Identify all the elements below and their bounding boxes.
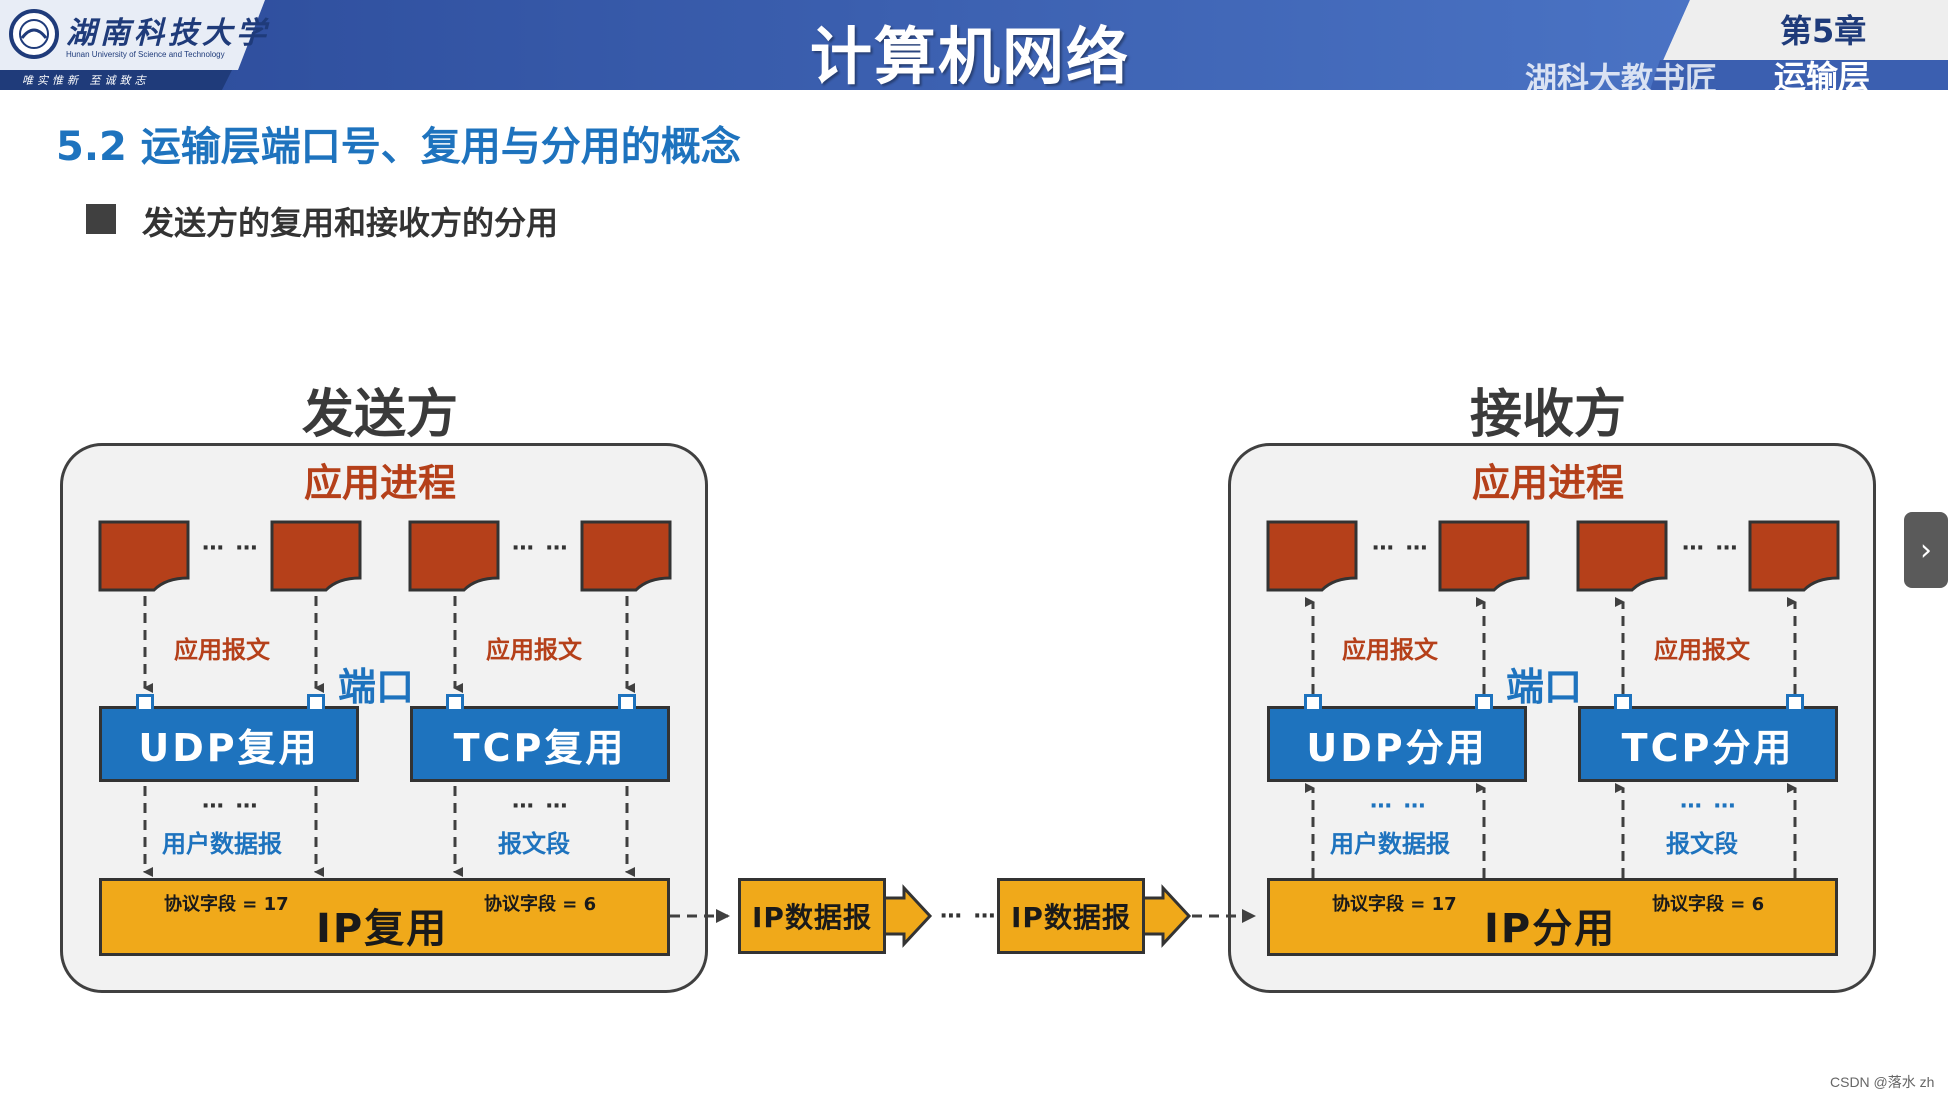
header-banner: [0, 0, 1948, 90]
university-seal-icon: [9, 9, 59, 59]
ip-datagram-2: IP数据报: [997, 878, 1145, 954]
sender-process-2-icon: [270, 520, 362, 592]
sender-tcp-unit-label: 报文段: [498, 830, 570, 858]
datagram-2-arrow-icon: [1141, 884, 1192, 948]
ip-datagram-1: IP数据报: [738, 878, 886, 954]
receiver-tcp-process-ellipsis: ⋯ ⋯: [1682, 536, 1740, 561]
receiver-tcp-demux-box: TCP分用: [1578, 706, 1838, 782]
receiver-process-1-icon: [1266, 520, 1358, 592]
csdn-credit: CSDN @落水 zh: [1830, 1074, 1935, 1090]
next-slide-button[interactable]: ›: [1904, 512, 1948, 588]
sender-ip-protocol-udp: 协议字段 = 17: [164, 894, 289, 915]
section-title: 5.2 运输层端口号、复用与分用的概念: [56, 124, 741, 170]
receiver-ip-protocol-tcp: 协议字段 = 6: [1652, 894, 1765, 915]
receiver-tcp-message-label: 应用报文: [1654, 636, 1750, 664]
sender-port-label: 端口: [338, 665, 415, 709]
receiver-ip-protocol-udp: 协议字段 = 17: [1332, 894, 1457, 915]
university-motto: 唯实惟新 至诚致志: [22, 74, 150, 87]
sender-ip-mux-box: [99, 878, 670, 956]
receiver-process-label: 应用进程: [1471, 461, 1624, 505]
sender-title: 发送方: [301, 385, 458, 445]
receiver-port-label: 端口: [1506, 665, 1583, 709]
chevron-right-icon: ›: [1920, 532, 1932, 568]
receiver-ip-demux-box: [1267, 878, 1838, 956]
receiver-udp-unit-label: 用户数据报: [1330, 830, 1450, 858]
sender-udp-unit-ellipsis: ⋯ ⋯: [202, 794, 260, 819]
receiver-ip-demux-label: IP分用: [1484, 906, 1617, 952]
receiver-tcp-unit-ellipsis: ⋯ ⋯: [1680, 794, 1738, 819]
sender-process-label: 应用进程: [303, 461, 456, 505]
sender-udp-process-ellipsis: ⋯ ⋯: [202, 536, 260, 561]
sender-tcp-process-ellipsis: ⋯ ⋯: [512, 536, 570, 561]
receiver-process-4-icon: [1748, 520, 1840, 592]
receiver-udp-unit-ellipsis: ⋯ ⋯: [1370, 794, 1428, 819]
sender-process-4-icon: [580, 520, 672, 592]
bullet-text: 发送方的复用和接收方的分用: [142, 204, 559, 242]
sender-udp-message-label: 应用报文: [174, 636, 270, 664]
sender-ip-protocol-tcp: 协议字段 = 6: [484, 894, 597, 915]
receiver-udp-process-ellipsis: ⋯ ⋯: [1372, 536, 1430, 561]
receiver-tcp-port-1-icon: [1614, 694, 1632, 712]
university-name: 湖南科技大学: [66, 16, 270, 51]
sender-tcp-port-2-icon: [618, 694, 636, 712]
sender-tcp-message-label: 应用报文: [486, 636, 582, 664]
receiver-title: 接收方: [1469, 385, 1626, 445]
receiver-process-2-icon: [1438, 520, 1530, 592]
bullet-square-icon: [86, 204, 116, 234]
chapter-name: 运输层: [1774, 58, 1871, 96]
sender-process-1-icon: [98, 520, 190, 592]
sender-tcp-port-1-icon: [446, 694, 464, 712]
receiver-tcp-port-2-icon: [1786, 694, 1804, 712]
watermark: 湖科大教书匠: [1525, 60, 1718, 98]
sender-udp-unit-label: 用户数据报: [162, 830, 282, 858]
sender-ip-mux-label: IP复用: [316, 906, 449, 952]
course-title: 计算机网络: [809, 20, 1130, 93]
university-english-name: Hunan University of Science and Technolo…: [66, 50, 225, 59]
chapter-number: 第5章: [1780, 12, 1867, 50]
sender-process-3-icon: [408, 520, 500, 592]
sender-udp-port-2-icon: [307, 694, 325, 712]
receiver-udp-port-1-icon: [1304, 694, 1322, 712]
receiver-udp-port-2-icon: [1475, 694, 1493, 712]
sender-udp-port-1-icon: [136, 694, 154, 712]
receiver-tcp-unit-label: 报文段: [1666, 830, 1738, 858]
sender-tcp-unit-ellipsis: ⋯ ⋯: [512, 794, 570, 819]
datagram-1-arrow-icon: [882, 884, 933, 948]
receiver-process-3-icon: [1576, 520, 1668, 592]
transit-ellipsis: ⋯ ⋯: [940, 904, 998, 929]
sender-udp-mux-box: UDP复用: [99, 706, 359, 782]
sender-tcp-mux-box: TCP复用: [410, 706, 670, 782]
receiver-udp-demux-box: UDP分用: [1267, 706, 1527, 782]
receiver-udp-message-label: 应用报文: [1342, 636, 1438, 664]
